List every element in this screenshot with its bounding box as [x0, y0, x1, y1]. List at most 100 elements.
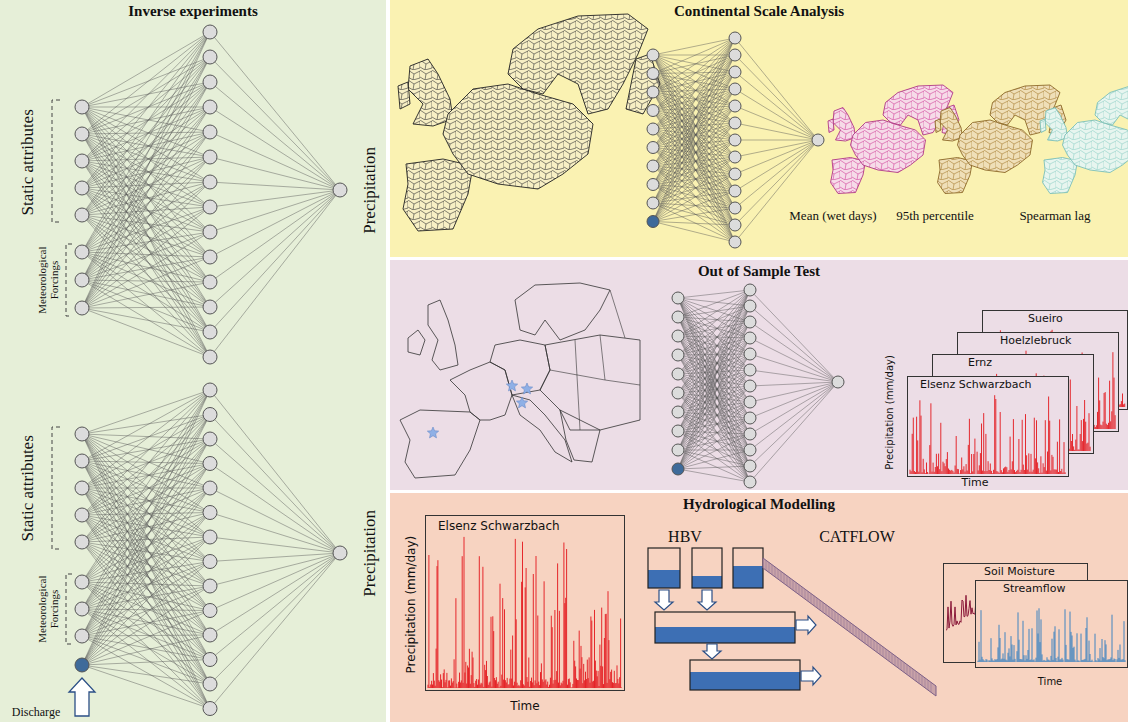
neuron — [647, 49, 659, 61]
neuron — [203, 481, 217, 495]
neuron — [744, 316, 756, 328]
neuron — [203, 457, 217, 471]
catchment-map — [940, 108, 963, 142]
axis-label: Precipitation (mm/day) — [883, 355, 894, 470]
catchment-map — [958, 120, 1033, 173]
neuron — [203, 604, 217, 618]
country-outline — [515, 283, 610, 340]
neuron — [75, 301, 89, 315]
precipitation-series — [910, 395, 1065, 474]
bracket — [66, 574, 72, 644]
flow-arrow — [698, 590, 716, 610]
panel: Continental Scale AnalysisMean (wet days… — [390, 0, 1128, 257]
neuron — [203, 653, 217, 667]
neuron — [744, 348, 756, 360]
country-outline — [512, 395, 572, 462]
country-outline — [560, 410, 600, 462]
panel: Out of Sample TestSueiroHoelzlebruckErnz… — [390, 260, 1128, 490]
neuron — [203, 50, 217, 64]
neuron — [203, 432, 217, 446]
neuron — [203, 125, 217, 139]
country-outline — [450, 362, 512, 420]
neuron — [647, 216, 659, 228]
neuron — [729, 83, 741, 95]
panel: Hydrological ModellingElsenz Schwarzbach… — [390, 493, 1128, 722]
bucket — [648, 548, 680, 588]
catchment-map — [1040, 119, 1046, 133]
neuron — [672, 425, 684, 437]
annotation-label: HBV — [668, 528, 702, 546]
neuron — [75, 508, 89, 522]
neuron — [333, 546, 347, 560]
axis-label: Meteorological Forcings — [36, 569, 60, 649]
neuron — [672, 311, 684, 323]
catchment-map — [833, 108, 856, 142]
neuron — [75, 481, 89, 495]
catchment-map — [831, 158, 866, 194]
neuron — [729, 66, 741, 78]
catchment-map — [935, 119, 941, 133]
neuron — [203, 555, 217, 569]
neuron — [647, 160, 659, 172]
neuron — [75, 454, 89, 468]
annotation-label: 95th percentile — [896, 209, 974, 223]
neuron — [729, 185, 741, 197]
neuron — [729, 32, 741, 44]
neuron — [744, 396, 756, 408]
neuron — [203, 100, 217, 114]
chart-title: Sueiro — [1026, 313, 1065, 326]
catchment-map — [828, 119, 834, 133]
annotation-label: Time — [510, 700, 539, 713]
flow-arrow — [801, 667, 821, 685]
neuron — [203, 175, 217, 189]
chart-title: Elsenz Schwarzbach — [918, 379, 1034, 392]
network-links — [678, 290, 838, 482]
neuron — [203, 250, 217, 264]
neuron — [203, 275, 217, 289]
neuron — [647, 105, 659, 117]
neuron — [744, 364, 756, 376]
neuron — [647, 123, 659, 135]
neuron — [203, 200, 217, 214]
catchment-map — [508, 14, 648, 114]
chart-title: Ernz — [966, 357, 994, 370]
neuron — [333, 183, 347, 197]
catchment-map — [851, 120, 926, 173]
axis-label: Static attributes — [19, 109, 38, 215]
neuron — [203, 25, 217, 39]
neuron — [729, 219, 741, 231]
bucket-water — [648, 570, 680, 588]
catchment-map — [1045, 108, 1068, 142]
neuron — [203, 383, 217, 397]
axis-label: Precipitation (mm/day) — [405, 536, 418, 674]
catchment-map — [1063, 120, 1128, 173]
chart-title: Elsenz Schwarzbach — [436, 520, 562, 534]
bucket-water — [690, 672, 800, 690]
catchment-map — [1095, 85, 1128, 135]
country-outline — [428, 300, 458, 370]
neuron — [75, 273, 89, 287]
catchment-map — [408, 59, 453, 126]
annotation-label: Time — [1038, 676, 1062, 687]
input-arrow — [69, 678, 95, 716]
neuron — [203, 150, 217, 164]
catchment-map — [443, 84, 593, 189]
neuron — [75, 181, 89, 195]
neuron — [203, 225, 217, 239]
neuron — [672, 406, 684, 418]
neuron — [672, 292, 684, 304]
neuron — [75, 629, 89, 643]
neuron — [672, 349, 684, 361]
catchment-map — [938, 158, 973, 194]
catchment-map — [1043, 158, 1078, 194]
panel-title: Continental Scale Analysis — [390, 3, 1128, 20]
neuron — [744, 476, 756, 488]
neuron — [203, 350, 217, 364]
bucket — [655, 612, 795, 643]
neuron — [672, 463, 684, 475]
bucket — [690, 660, 800, 690]
neuron — [729, 202, 741, 214]
country-outline — [400, 410, 480, 478]
annotation-label: Mean (wet days) — [789, 209, 876, 223]
bracket — [52, 100, 60, 222]
